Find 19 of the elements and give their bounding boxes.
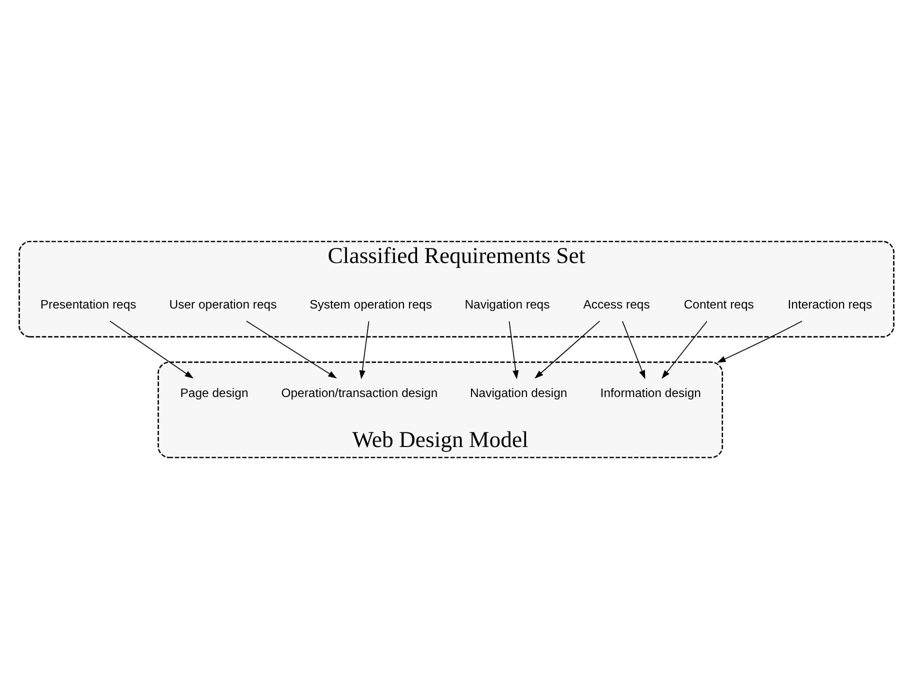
node-text: Interaction reqs: [788, 298, 872, 312]
node-text: Presentation reqs: [40, 298, 136, 312]
node-text: Access reqs: [583, 298, 650, 312]
arrow: [716, 320, 802, 363]
node-text: System operation reqs: [310, 298, 432, 312]
arrow: [534, 320, 600, 379]
node-text: Information design: [600, 386, 701, 400]
node-text: Operation/transaction design: [281, 386, 438, 400]
node-text: Navigation design: [470, 386, 568, 400]
node-text: User operation reqs: [169, 298, 277, 312]
arrow: [622, 320, 646, 380]
node-text: Content reqs: [684, 298, 754, 312]
arrow: [662, 320, 708, 379]
node-text: Page design: [180, 386, 248, 400]
arrow: [246, 320, 337, 379]
arrow: [110, 320, 194, 379]
arrow: [359, 320, 370, 380]
arrow: [508, 320, 519, 380]
node-text: Navigation reqs: [464, 298, 550, 312]
